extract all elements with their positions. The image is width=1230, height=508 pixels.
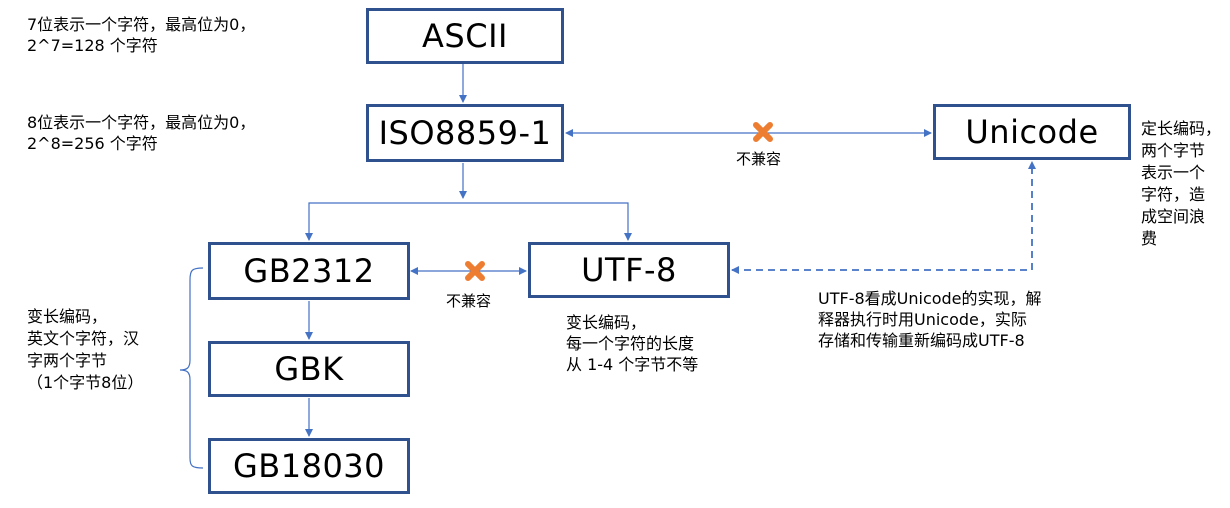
note-ascii: 7位表示一个字符，最高位为0， 2^7=128 个字符 [27, 14, 255, 56]
note-line: 变长编码， [27, 307, 108, 326]
note-gb-family: 变长编码， 英文个字符，汉 字两个字节 （1个字节8位） [27, 306, 143, 394]
note-line: 英文个字符，汉 [27, 329, 140, 348]
cross-icon [753, 122, 773, 142]
note-line: 每一个字符的长度 [566, 334, 695, 353]
note-line: 字符，造 [1141, 185, 1206, 204]
node-gb18030: GB18030 [208, 438, 410, 494]
note-line: 表示一个 [1141, 163, 1206, 182]
note-line: 定长编码， [1141, 119, 1222, 138]
note-line: 成空间浪 [1141, 207, 1206, 226]
node-utf8: UTF-8 [528, 242, 730, 298]
edge-branch-gb2312 [305, 202, 463, 241]
note-unicode: 定长编码， 两个字节 表示一个 字符，造 成空间浪 费 [1141, 118, 1221, 250]
edge-branch-utf8 [463, 202, 632, 241]
note-line: 7位表示一个字符，最高位为0， [27, 15, 256, 34]
note-line: （1个字节8位） [27, 373, 144, 392]
note-line: 字两个字节 [27, 351, 108, 370]
note-line: 释器执行时用Unicode，实际 [818, 310, 1027, 329]
note-line: UTF-8看成Unicode的实现，解 [818, 289, 1042, 308]
note-line: 变长编码， [566, 313, 647, 332]
note-line: 2^7=128 个字符 [27, 36, 158, 55]
note-line: 两个字节 [1141, 141, 1206, 160]
note-utf8-unicode: UTF-8看成Unicode的实现，解 释器执行时用Unicode，实际 存储和… [818, 288, 1042, 351]
note-utf8: 变长编码， 每一个字符的长度 从 1-4 个字节不等 [566, 312, 698, 375]
note-line: 2^8=256 个字符 [27, 134, 158, 153]
cross-icon [465, 261, 485, 281]
note-line: 费 [1141, 229, 1158, 248]
node-ascii: ASCII [366, 8, 564, 64]
node-gbk: GBK [208, 341, 410, 397]
node-gb2312: GB2312 [208, 242, 410, 300]
incompatible-label-gb2312-utf8: 不兼容 [446, 292, 492, 310]
node-unicode: Unicode [933, 104, 1131, 160]
note-iso: 8位表示一个字符，最高位为0， 2^8=256 个字符 [27, 112, 255, 154]
note-line: 存储和传输重新编码成UTF-8 [818, 331, 1025, 350]
incompatible-label-iso-unicode: 不兼容 [736, 150, 782, 168]
edge-utf8-unicode-dashed [731, 161, 1036, 274]
node-iso8859-1: ISO8859-1 [366, 104, 564, 162]
note-line: 8位表示一个字符，最高位为0， [27, 113, 256, 132]
gb-family-brace [179, 267, 204, 469]
note-line: 从 1-4 个字节不等 [566, 355, 699, 374]
